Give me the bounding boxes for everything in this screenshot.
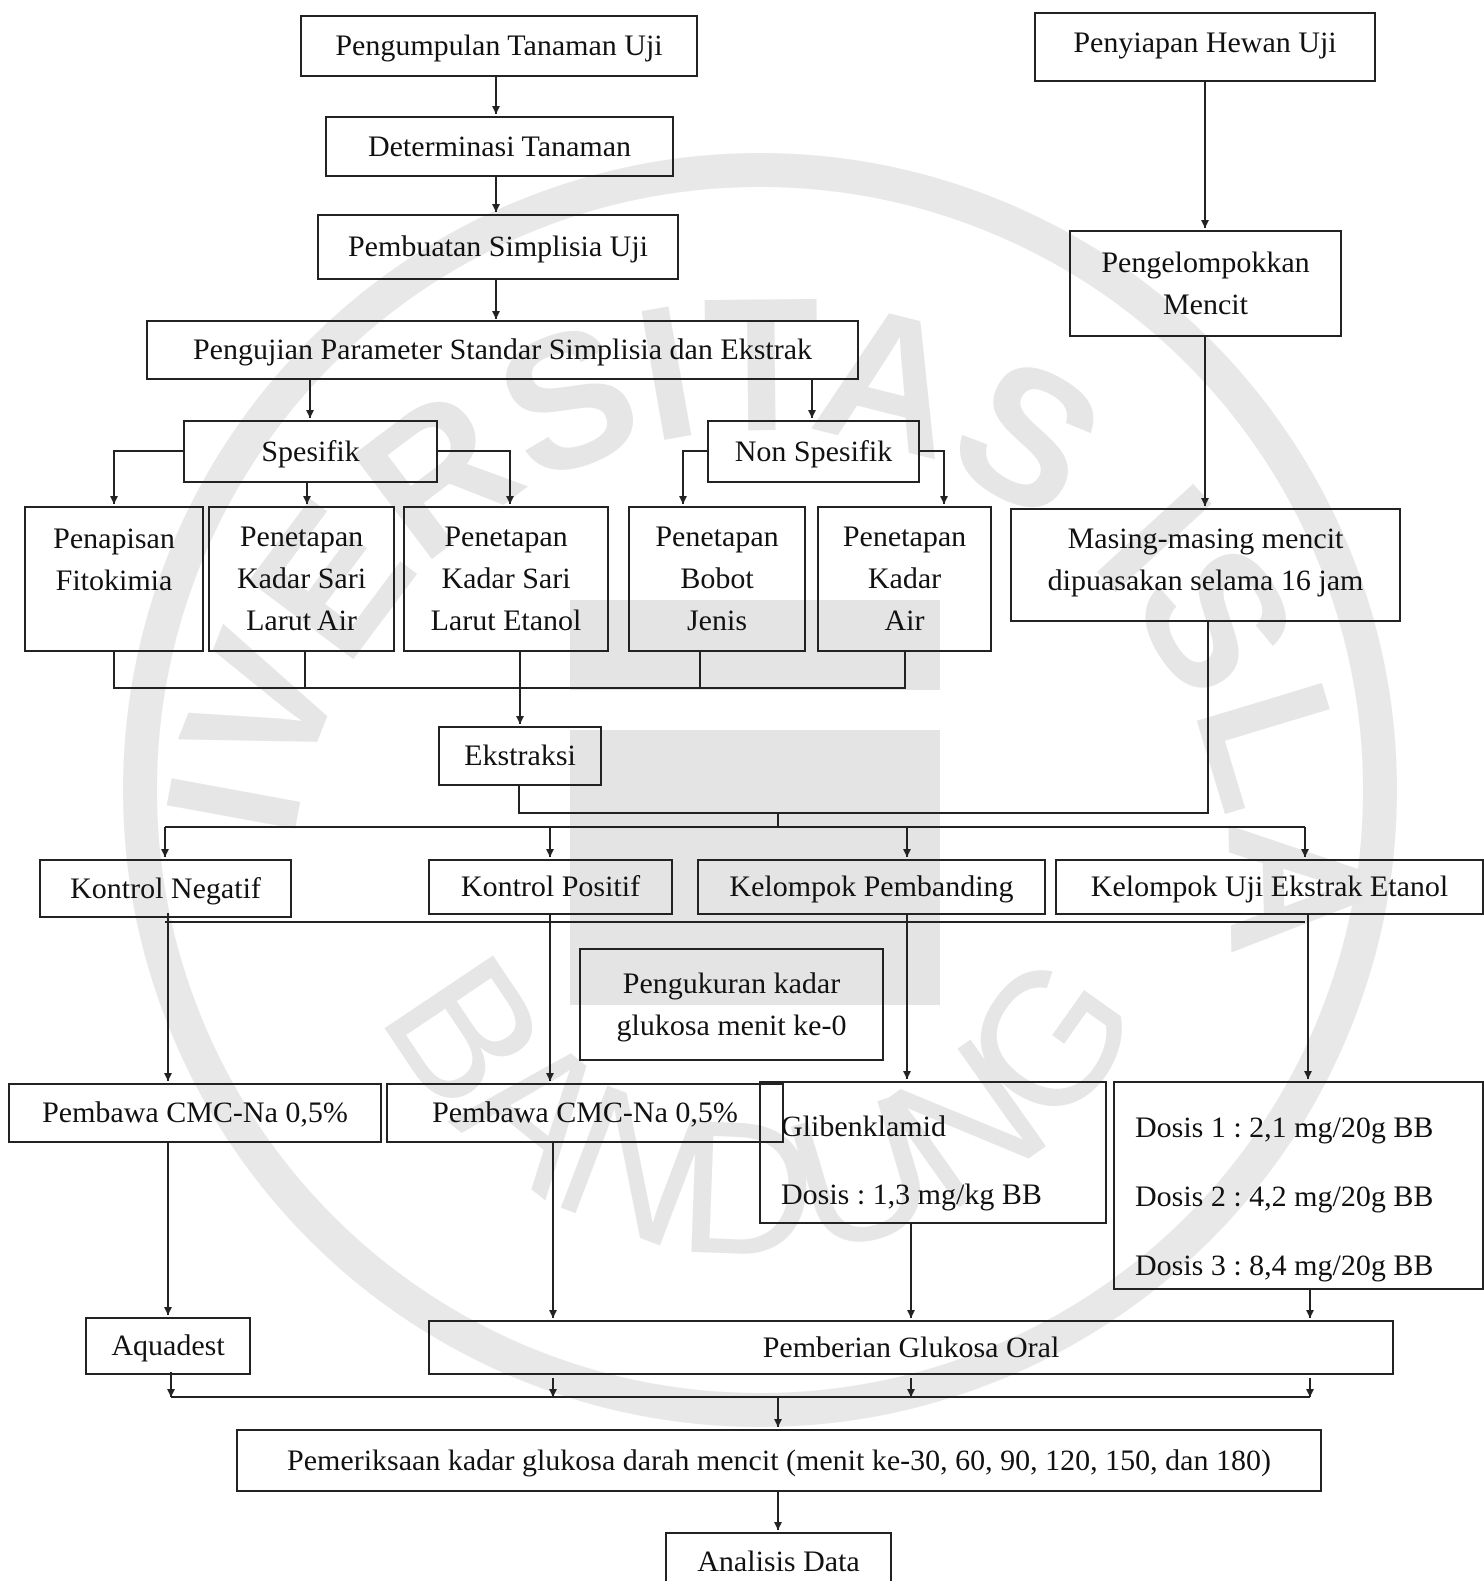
box-kelompok-uji-ekstrak: Kelompok Uji Ekstrak Etanol — [1055, 859, 1484, 915]
box-kontrol-negatif: Kontrol Negatif — [39, 859, 292, 918]
box-pembawa-cmc-positif: Pembawa CMC-Na 0,5% — [386, 1083, 784, 1143]
box-non-spesifik: Non Spesifik — [707, 420, 920, 483]
box-analisis-data: Analisis Data — [665, 1532, 892, 1581]
box-determinasi: Determinasi Tanaman — [325, 116, 674, 177]
box-pemberian-glukosa-oral: Pemberian Glukosa Oral — [428, 1320, 1394, 1375]
box-pemeriksaan-kadar-glukosa: Pemeriksaan kadar glukosa darah mencit (… — [236, 1429, 1322, 1492]
box-aquadest: Aquadest — [85, 1317, 251, 1375]
box-pembuatan-simplisia: Pembuatan Simplisia Uji — [317, 214, 679, 280]
box-spesifik: Spesifik — [183, 420, 438, 483]
box-penyiapan-hewan-uji: Penyiapan Hewan Uji — [1034, 12, 1376, 82]
box-ekstraksi: Ekstraksi — [438, 726, 602, 786]
box-pengujian-parameter: Pengujian Parameter Standar Simplisia da… — [146, 320, 859, 380]
box-kontrol-positif: Kontrol Positif — [428, 859, 673, 915]
box-pengumpulan-tanaman: Pengumpulan Tanaman Uji — [300, 15, 698, 77]
box-kelompok-pembanding: Kelompok Pembanding — [697, 859, 1046, 915]
box-pembawa-cmc-negatif: Pembawa CMC-Na 0,5% — [8, 1083, 382, 1143]
